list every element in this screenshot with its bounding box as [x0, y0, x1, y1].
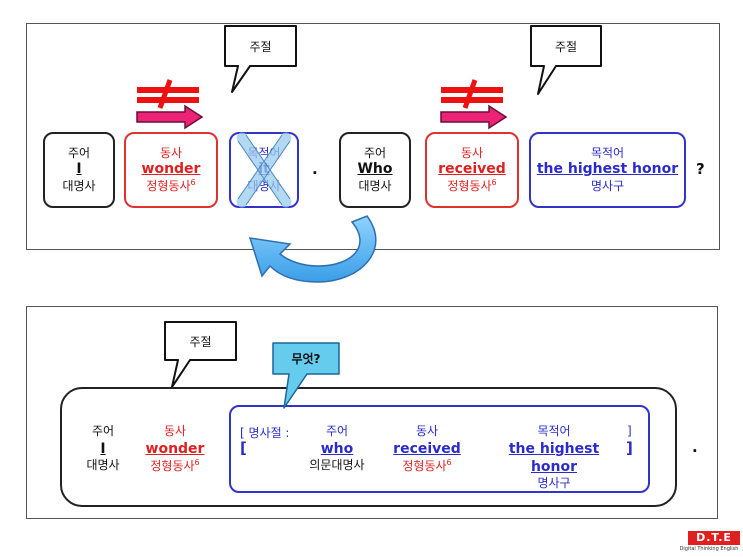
- clause-verb-role: 동사: [415, 424, 439, 438]
- top-verb2-role: 동사: [460, 145, 484, 160]
- clause-callout-2-label: 주절: [554, 40, 578, 54]
- bottom-period: .: [692, 438, 698, 456]
- close-bracket-top: ]: [627, 424, 632, 438]
- top-verb2-box: 동사 received 정형동사6: [425, 132, 519, 208]
- top-object2-box: 목적어 the highest honor 명사구: [529, 132, 686, 208]
- clause-verb: 동사 received 정형동사6: [385, 424, 469, 474]
- clause-subject-word: who: [320, 440, 354, 457]
- top-verb-pos: 정형동사6: [146, 178, 196, 194]
- top-subject2-role: 주어: [363, 146, 387, 161]
- clause-subject: 주어 who 의문대명사: [298, 424, 376, 473]
- clause-object: 목적어 the highest honor 명사구: [484, 424, 624, 492]
- top-period: .: [312, 160, 318, 178]
- top-verb-role: 동사: [159, 145, 183, 160]
- close-bracket: ]: [626, 439, 633, 457]
- clause-object-pos: 명사구: [537, 475, 571, 490]
- noun-clause-frame: [229, 405, 650, 493]
- bottom-subject-word: I: [100, 440, 106, 457]
- dte-logo-tagline: Digital Thinking English: [679, 546, 739, 552]
- noun-clause-label: [ 명사절 :: [240, 426, 290, 440]
- top-object2-pos: 명사구: [590, 178, 625, 193]
- top-subject2-pos: 대명사: [358, 178, 392, 193]
- top-verb2-word: received: [438, 160, 506, 177]
- dte-logo: D.T.E: [688, 531, 740, 545]
- clause-object-word: the highest honor: [508, 440, 600, 475]
- top-verb-word: wonder: [141, 160, 201, 177]
- clause-verb-word: received: [393, 440, 461, 457]
- clause-subject-role: 주어: [325, 424, 349, 438]
- clause-object-role: 목적어: [537, 424, 571, 438]
- top-object2-word: the highest honor: [536, 161, 679, 178]
- clause-verb-pos: 정형동사6: [402, 457, 452, 473]
- top-subject-box: 주어 I 대명사: [43, 132, 115, 208]
- top-subject2-box: 주어 Who 대명사: [339, 132, 411, 208]
- bottom-subject: 주어 I 대명사: [78, 424, 128, 473]
- top-verb2-pos: 정형동사6: [447, 178, 497, 194]
- bottom-verb-pos: 정형동사6: [150, 457, 200, 473]
- top-question-mark: ?: [696, 160, 705, 178]
- bottom-subject-role: 주어: [91, 424, 115, 438]
- clause-callout-3-label: 주절: [189, 335, 212, 349]
- bottom-verb: 동사 wonder 정형동사6: [132, 424, 218, 474]
- clause-subject-pos: 의문대명사: [309, 457, 365, 472]
- bottom-verb-role: 동사: [163, 424, 187, 438]
- bottom-subject-pos: 대명사: [86, 457, 120, 472]
- top-verb-box: 동사 wonder 정형동사6: [124, 132, 218, 208]
- top-subject-pos: 대명사: [62, 178, 96, 193]
- what-callout-label: 무엇?: [291, 352, 321, 366]
- bottom-verb-word: wonder: [145, 440, 205, 457]
- clause-callout-1-label: 주절: [249, 40, 272, 54]
- top-subject2-word: Who: [357, 161, 393, 178]
- top-object2-role: 목적어: [590, 146, 625, 161]
- top-subject-word: I: [76, 161, 82, 178]
- top-subject-role: 주어: [67, 146, 91, 161]
- open-bracket: [: [240, 439, 247, 457]
